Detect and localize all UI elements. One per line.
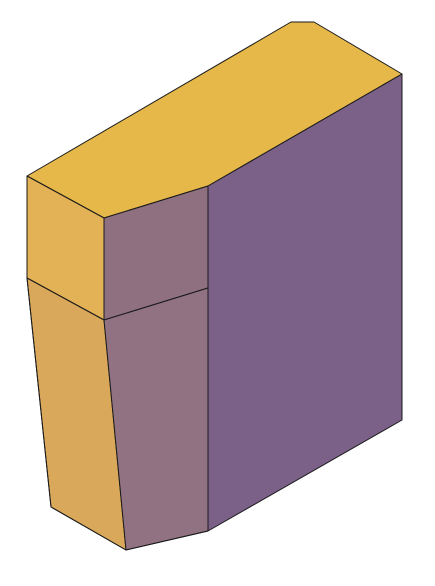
outline-edge bbox=[26, 176, 209, 551]
